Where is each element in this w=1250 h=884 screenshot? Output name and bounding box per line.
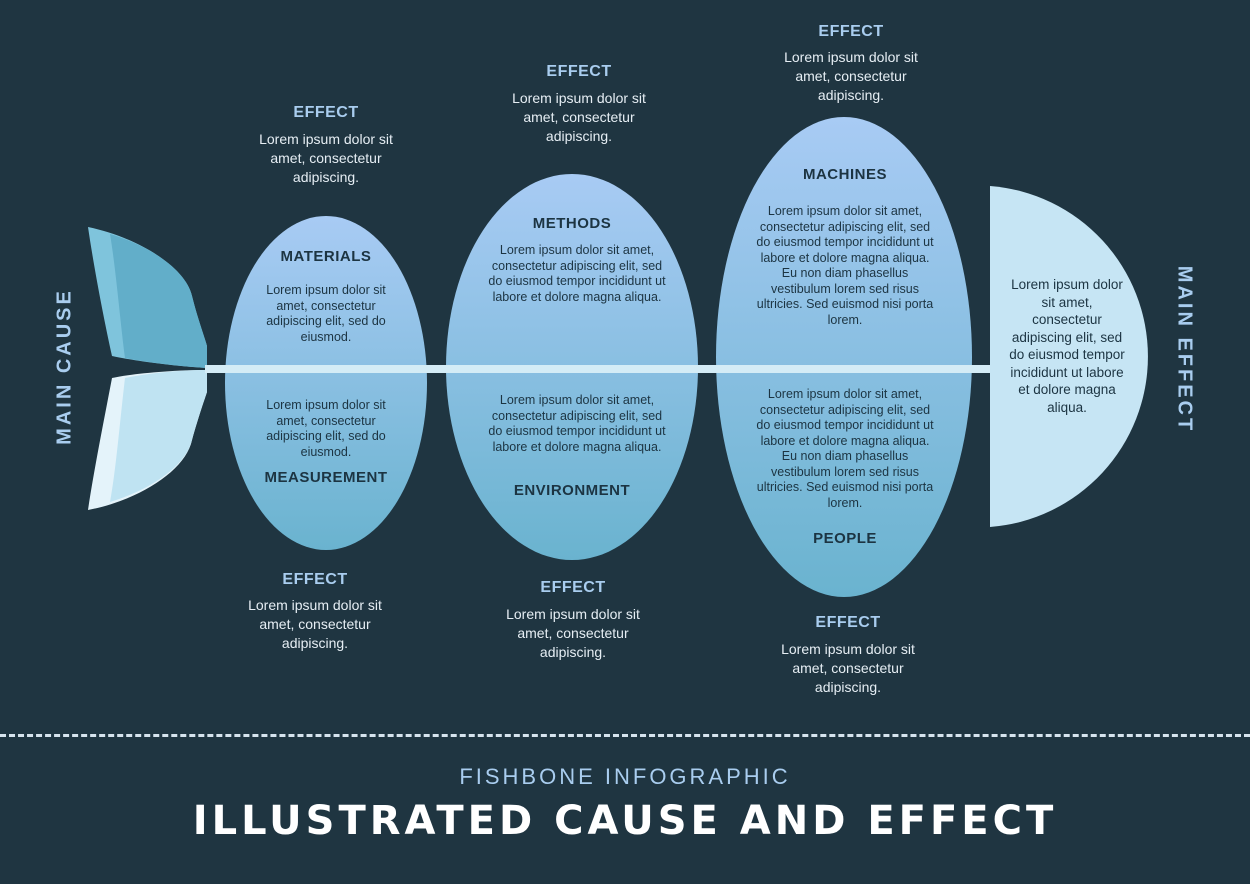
category-text-environment: Lorem ipsum dolor sit amet, consectetur … — [488, 393, 666, 454]
footer-subtitle: FISHBONE INFOGRAPHIC — [459, 764, 791, 789]
category-text-materials: Lorem ipsum dolor sit amet, consectetur … — [266, 283, 386, 344]
effect-title-bottom-1: EFFECT — [282, 571, 348, 588]
oval-3 — [716, 117, 972, 597]
main-cause-label: MAIN CAUSE — [53, 288, 76, 445]
category-title-machines: MACHINES — [802, 166, 887, 183]
fish-spine — [205, 365, 995, 373]
effect-title-top-3: EFFECT — [818, 23, 884, 40]
category-text-machines: Lorem ipsum dolor sit amet, consectetur … — [756, 204, 934, 327]
category-title-environment: ENVIRONMENT — [513, 482, 631, 499]
effect-title-top-1: EFFECT — [293, 104, 359, 121]
category-text-methods: Lorem ipsum dolor sit amet, consectetur … — [488, 243, 666, 304]
category-title-people: PEOPLE — [813, 530, 877, 547]
tail-lower-fin-shade — [110, 370, 207, 502]
main-effect-label: MAIN EFFECT — [1173, 265, 1196, 434]
footer-divider — [0, 734, 1250, 737]
category-title-methods: METHODS — [532, 215, 612, 232]
oval-1 — [225, 216, 427, 550]
effect-text-top-3: Lorem ipsum dolor sit amet, consectetur … — [784, 49, 918, 103]
main-effect-text: Lorem ipsum dolor sit amet, consectetur … — [1009, 277, 1125, 415]
fish-head — [990, 186, 1148, 527]
category-title-measurement: MEASUREMENT — [264, 469, 388, 486]
category-text-measurement: Lorem ipsum dolor sit amet, consectetur … — [266, 398, 386, 459]
category-title-materials: MATERIALS — [280, 248, 372, 265]
effect-text-bottom-1: Lorem ipsum dolor sit amet, consectetur … — [248, 597, 382, 651]
tail-upper-fin-shade — [110, 234, 207, 368]
effect-text-top-2: Lorem ipsum dolor sit amet, consectetur … — [512, 90, 646, 144]
effect-title-top-2: EFFECT — [546, 63, 612, 80]
effect-title-bottom-3: EFFECT — [815, 614, 881, 631]
effect-text-bottom-2: Lorem ipsum dolor sit amet, consectetur … — [506, 606, 640, 660]
effect-title-bottom-2: EFFECT — [540, 579, 606, 596]
fish-tail — [88, 227, 207, 510]
footer-title: ILLUSTRATED CAUSE AND EFFECT — [192, 798, 1058, 844]
category-text-people: Lorem ipsum dolor sit amet, consectetur … — [756, 387, 934, 510]
effect-text-bottom-3: Lorem ipsum dolor sit amet, consectetur … — [781, 641, 915, 695]
effect-text-top-1: Lorem ipsum dolor sit amet, consectetur … — [259, 131, 393, 185]
